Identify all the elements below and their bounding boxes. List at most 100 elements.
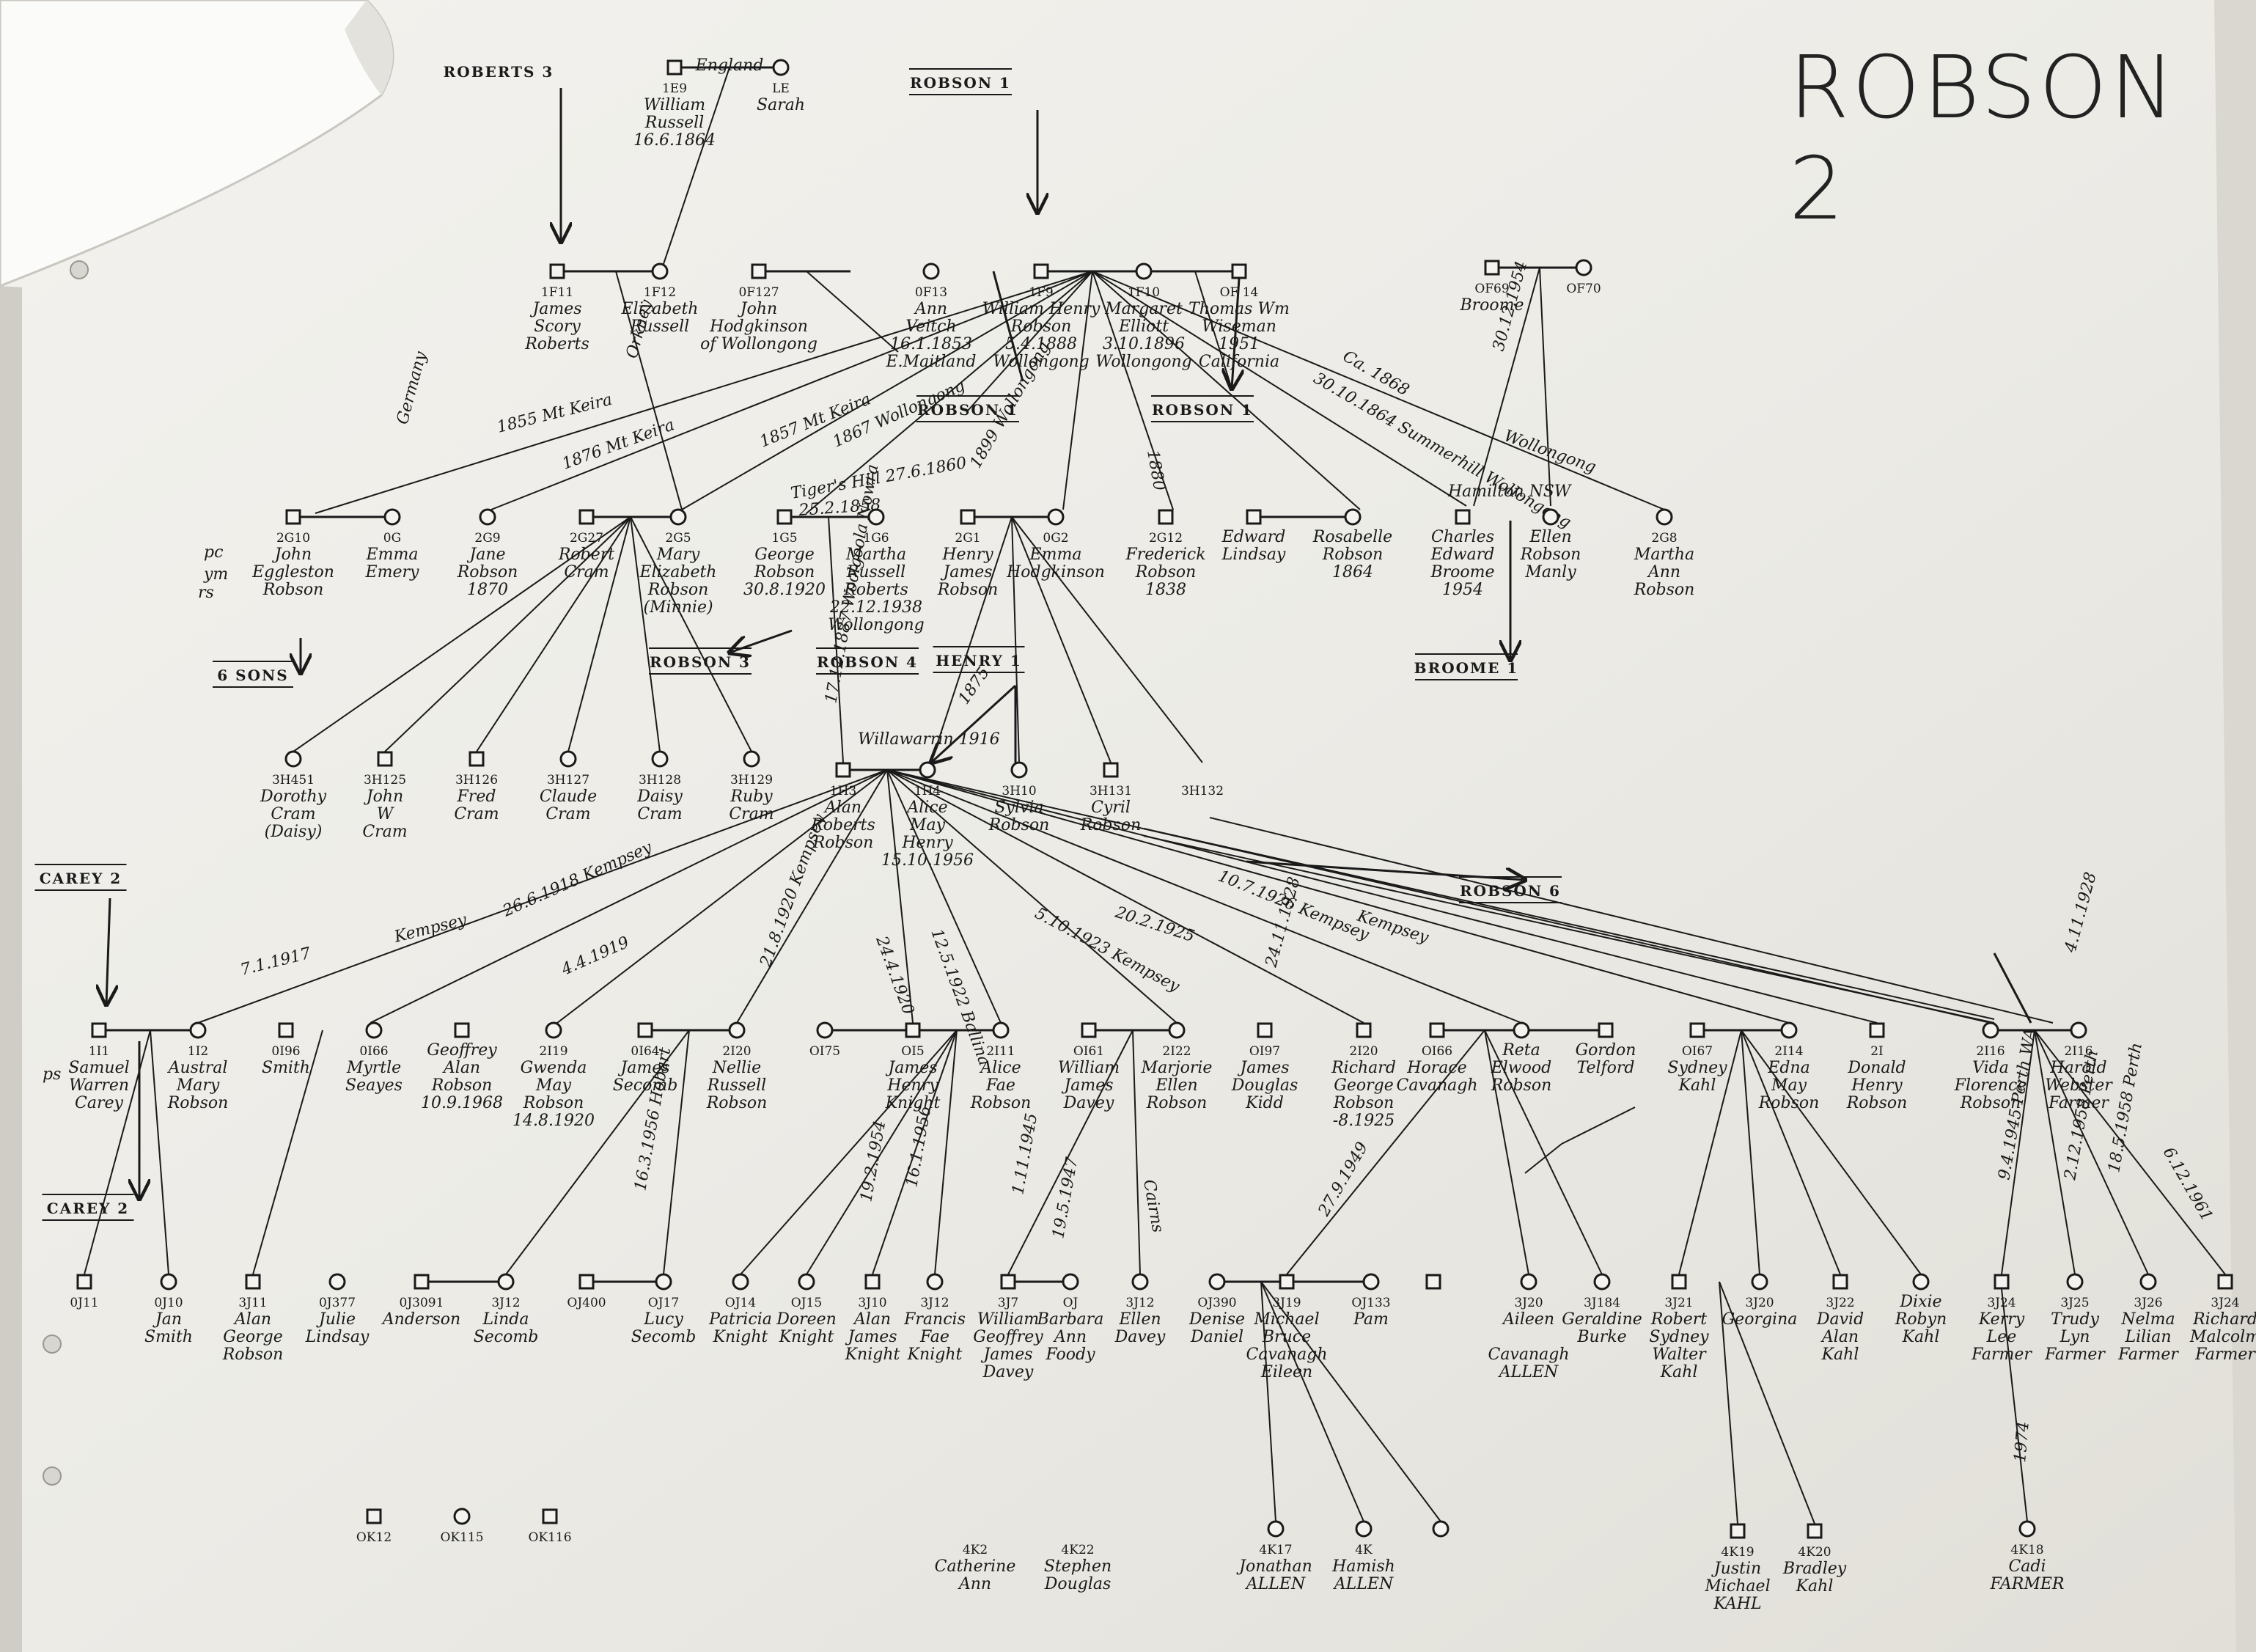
person-name-line: Francis — [903, 1310, 966, 1329]
person-code: 3J21 — [1664, 1296, 1693, 1310]
female-circle-icon — [1362, 1273, 1380, 1291]
person-name-line: Geoffrey — [427, 1041, 497, 1060]
person-code: OK12 — [356, 1530, 392, 1545]
person-name-line: Robson — [1846, 1094, 1908, 1112]
person-name-line: Myrtle — [346, 1059, 401, 1077]
person-name-line: Marjorie — [1141, 1059, 1213, 1077]
person-name-line: Fae — [919, 1328, 949, 1346]
person-code: 3J24 — [1987, 1296, 2016, 1310]
female-circle-icon — [772, 59, 790, 76]
person-name-line: Robson — [1146, 1094, 1208, 1112]
male-square-icon — [776, 509, 793, 525]
person-name-line: Russell — [707, 1076, 766, 1095]
male-square-icon — [1455, 509, 1471, 525]
person-name-line: Emery — [365, 563, 419, 581]
person-name-line: Robson — [988, 816, 1050, 834]
person-name-line: William — [644, 96, 705, 114]
female-circle-icon — [1010, 761, 1028, 779]
person-name-line: Robson — [1634, 581, 1695, 599]
person-name-line: 1838 — [1145, 581, 1186, 599]
male-square-icon — [469, 751, 485, 767]
person-name-line: Veitch — [905, 317, 956, 336]
male-square-icon — [549, 263, 565, 279]
person-name-line: Webster — [2045, 1076, 2113, 1095]
female-circle-icon — [992, 1021, 1010, 1039]
person-name-line: Robson — [754, 563, 815, 581]
person-code: 1G6 — [863, 531, 889, 546]
person-name-line: Secomb — [474, 1328, 539, 1346]
person-code: 1F12 — [644, 285, 676, 300]
person-name-line: Douglas — [1044, 1575, 1112, 1593]
female-circle-icon — [328, 1273, 346, 1291]
person-name-line: (Minnie) — [643, 598, 713, 617]
person-name-line: ALLEN — [1333, 1575, 1394, 1593]
female-circle-icon — [284, 750, 302, 768]
female-circle-icon — [651, 750, 669, 768]
person-name-line: Mary — [176, 1076, 220, 1095]
male-square-icon — [1429, 1022, 1445, 1038]
male-square-icon — [751, 263, 767, 279]
person-name-line: Elizabeth — [621, 300, 699, 318]
person-name-line: Hamish — [1331, 1557, 1395, 1576]
person-name-line: Robert — [558, 546, 614, 564]
female-circle-icon — [453, 1508, 471, 1525]
male-square-icon — [278, 1022, 294, 1038]
person-p_k19a — [1432, 1520, 1450, 1538]
male-square-icon — [91, 1022, 107, 1038]
person-name-line: Robson — [970, 1094, 1032, 1112]
person-name-line: Bradley — [1782, 1560, 1847, 1578]
male-square-icon — [666, 59, 683, 76]
person-name-line: Wollongong — [993, 353, 1089, 371]
female-circle-icon — [2070, 1021, 2087, 1039]
person-code: 3J24 — [2211, 1296, 2239, 1310]
male-square-icon — [1807, 1523, 1823, 1539]
person-name-line: Ann — [1647, 563, 1680, 581]
person-name-line: Cavanagh — [1396, 1076, 1477, 1095]
person-name-line: Cram — [545, 805, 590, 823]
person-name-line: Georgina — [1722, 1310, 1798, 1329]
person-code: OF69 — [1474, 282, 1509, 296]
male-square-icon — [1869, 1022, 1885, 1038]
person-name-line: Carey — [75, 1094, 123, 1112]
person-name-line: Seayes — [345, 1076, 403, 1095]
person-code: OI5 — [901, 1044, 924, 1059]
person-code: 1F11 — [541, 285, 573, 300]
person-code: 1G5 — [771, 531, 797, 546]
person-code: 3H10 — [1002, 784, 1036, 799]
person-code: 0J377 — [319, 1296, 356, 1310]
annotation-a_kemp7: 12.5.1922 Ballina — [927, 927, 993, 1068]
person-name-line: Dixie — [1899, 1293, 1941, 1311]
person-name-line: Fae — [985, 1076, 1015, 1095]
male-square-icon — [1356, 1022, 1372, 1038]
male-square-icon — [1000, 1274, 1016, 1290]
person-p_martha1: 1G6MarthaRussellRoberts22.12.1938Wollong… — [828, 508, 925, 634]
person-name-line: Martha — [1634, 546, 1694, 564]
person-name-line: Linda — [482, 1310, 529, 1329]
person-name-line: Henry — [941, 546, 993, 564]
side-note: ym — [203, 565, 228, 584]
person-name-line: Kahl — [1660, 1363, 1698, 1381]
person-code: 4K19 — [1721, 1545, 1754, 1560]
person-code: 3J7 — [998, 1296, 1018, 1310]
female-circle-icon — [1513, 1021, 1530, 1039]
person-name-line: Davey — [982, 1363, 1034, 1381]
male-square-icon — [414, 1274, 430, 1290]
person-name-line: Roberts — [810, 816, 875, 834]
person-name-line: Trudy — [2051, 1310, 2099, 1329]
person-name-line: Emma — [366, 546, 419, 564]
annotation-a_1855: 1855 Mt Keira — [495, 391, 614, 437]
